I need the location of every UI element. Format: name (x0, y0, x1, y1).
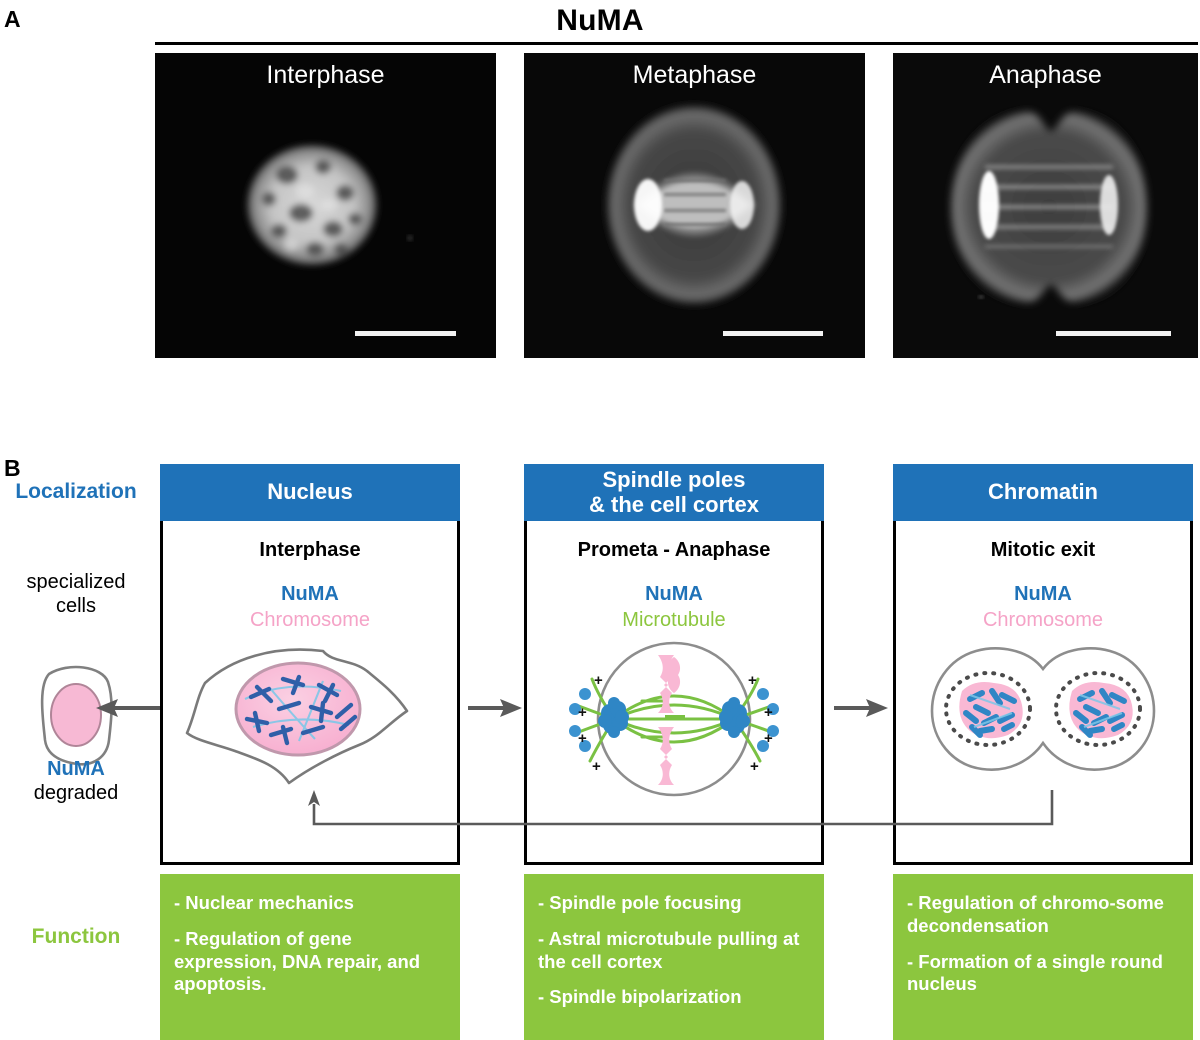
micrograph-label-interphase: Interphase (266, 61, 385, 89)
panel-b-letter: B (4, 455, 21, 481)
column-body-spindle-poles: Prometa - Anaphase NuMA Microtubule (524, 521, 824, 865)
plus-end-marker: + (750, 758, 759, 775)
interphase-cell-diagram (185, 648, 409, 785)
row-label-localization: Localization (15, 480, 137, 503)
numa-degraded-rest: degraded (33, 782, 119, 804)
legend-numa-col1: NuMA (281, 583, 339, 605)
micrograph-metaphase: Metaphase (524, 53, 865, 358)
column-header-nucleus: Nucleus (160, 464, 460, 521)
mitotic-spindle-diagram: + + + + + + + + (569, 641, 779, 797)
function-bullet: - Regulation of chromo-some decondensati… (907, 892, 1164, 936)
column-body-nucleus: Interphase NuMA Chromosome (160, 521, 460, 865)
function-bullet: - Formation of a single round nucleus (907, 950, 1163, 995)
specialized-cells-label: specialized cells (0, 570, 152, 618)
micrograph-label-anaphase: Anaphase (989, 61, 1102, 89)
stage-name-interphase: Interphase (259, 539, 361, 561)
row-label-function: Function (31, 925, 121, 948)
micrograph-interphase-image (155, 53, 496, 358)
function-bullet: - Regulation of gene expression, DNA rep… (174, 927, 421, 995)
arrow-nucleus-to-spindle (468, 699, 522, 717)
specialized-cell-diagram (40, 665, 113, 766)
panel-a-letter: A (4, 6, 21, 32)
column-header-spindle-poles: Spindle poles & the cell cortex (524, 464, 824, 521)
mitotic-exit-diagram (930, 647, 1156, 771)
legend-numa-col2: NuMA (645, 583, 703, 605)
specialized-cells-line2: cells (55, 595, 96, 617)
panel-a-title: NuMA (556, 4, 644, 37)
scale-bar-interphase (355, 331, 456, 336)
micrograph-anaphase: Anaphase (893, 53, 1198, 358)
function-bullet: - Nuclear mechanics (174, 892, 354, 913)
column-header-chromatin-line1: Chromatin (988, 479, 1098, 505)
function-box-spindle-poles: - Spindle pole focusing - Astral microtu… (524, 874, 824, 1040)
column-header-spindle-line1: Spindle poles (602, 466, 746, 492)
function-bullet: - Astral microtubule pulling at the cell… (538, 927, 800, 972)
plus-end-marker: + (594, 672, 603, 689)
arrow-to-specialized-cells (96, 699, 160, 717)
column-header-spindle-line2: & the cell cortex (589, 491, 759, 517)
micrograph-label-metaphase: Metaphase (632, 61, 757, 89)
legend-numa-col3: NuMA (1014, 583, 1072, 605)
plus-end-marker: + (578, 730, 587, 747)
legend-chromosome-col1: Chromosome (249, 609, 371, 631)
column-header-chromatin: Chromatin (893, 464, 1193, 521)
micrograph-interphase: Interphase (155, 53, 496, 358)
panel-a-rule (155, 42, 1198, 45)
feedback-loop-arrow (308, 790, 1054, 826)
micrograph-metaphase-image (524, 53, 865, 358)
specialized-cells-line1: specialized (26, 571, 126, 593)
numa-degraded-label: NuMA degraded (0, 757, 152, 805)
stage-name-prometa-anaphase: Prometa - Anaphase (577, 539, 771, 561)
numa-degraded-numa: NuMA (47, 758, 105, 780)
plus-end-marker: + (578, 704, 587, 721)
micrograph-anaphase-image (893, 53, 1198, 358)
legend-chromosome-col3: Chromosome (982, 609, 1104, 631)
column-body-chromatin: Mitotic exit NuMA Chromosome (893, 521, 1193, 865)
arrow-spindle-to-chromatin (834, 699, 888, 717)
plus-end-marker: + (592, 758, 601, 775)
stage-name-mitotic-exit: Mitotic exit (990, 539, 1096, 561)
scale-bar-anaphase (1056, 331, 1171, 336)
plus-end-marker: + (748, 672, 757, 689)
function-bullet: - Spindle pole focusing (538, 892, 742, 913)
function-box-chromatin: - Regulation of chromo-some decondensati… (893, 874, 1193, 1040)
legend-microtubule-col2: Microtubule (622, 609, 726, 631)
column-header-nucleus-line1: Nucleus (267, 479, 353, 505)
plus-end-marker: + (764, 730, 773, 747)
function-bullet: - Spindle bipolarization (538, 986, 742, 1008)
scale-bar-metaphase (723, 331, 823, 336)
function-box-nucleus: - Nuclear mechanics - Regulation of gene… (160, 874, 460, 1040)
plus-end-marker: + (764, 704, 773, 721)
